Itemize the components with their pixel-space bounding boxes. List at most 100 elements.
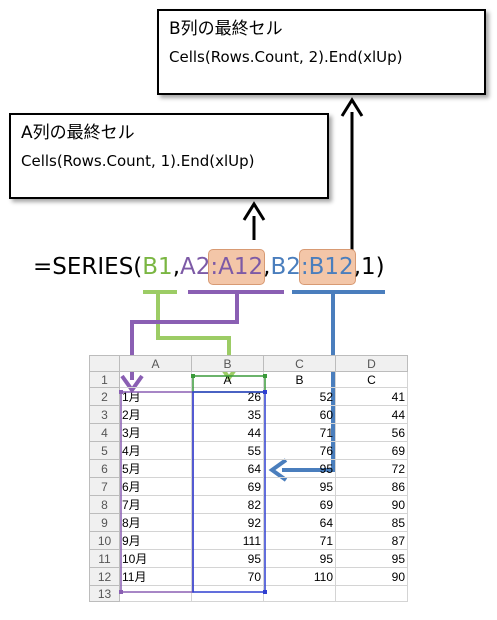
callout-b-code: Cells(Rows.Count, 2).End(xlUp) (169, 48, 403, 66)
row-header[interactable]: 12 (89, 567, 120, 586)
row-header[interactable]: 10 (89, 531, 120, 550)
cell-d5[interactable]: 69 (335, 441, 408, 460)
cell-b8[interactable]: 82 (191, 495, 264, 514)
cell-b3[interactable]: 35 (191, 405, 264, 424)
series-formula: =SERIES(B1,A2:A12,B2:B12,1) (33, 249, 385, 285)
cell-c5[interactable]: 76 (263, 441, 336, 460)
callout-last-cell-column-b: B列の最終セル Cells(Rows.Count, 2).End(xlUp) (157, 9, 486, 95)
row-header[interactable]: 4 (89, 423, 120, 442)
column-header-a[interactable]: A (119, 355, 192, 372)
row-header[interactable]: 5 (89, 441, 120, 460)
cell-a5[interactable]: 4月 (119, 441, 192, 460)
cell-a12[interactable]: 11月 (119, 567, 192, 586)
cell-d7[interactable]: 86 (335, 477, 408, 496)
cell-c8[interactable]: 69 (263, 495, 336, 514)
cell-b7[interactable]: 69 (191, 477, 264, 496)
cell-b2[interactable]: 26 (191, 387, 264, 406)
connector-green (156, 293, 231, 368)
cell-b6[interactable]: 64 (191, 459, 264, 478)
callout-last-cell-column-a: A列の最終セル Cells(Rows.Count, 1).End(xlUp) (9, 113, 329, 199)
formula-name-ref: B1 (142, 254, 173, 280)
formula-y-end: B12 (308, 254, 354, 280)
cell-b5[interactable]: 55 (191, 441, 264, 460)
cell-d3[interactable]: 44 (335, 405, 408, 424)
cell-d10[interactable]: 87 (335, 531, 408, 550)
cell-a2[interactable]: 1月 (119, 387, 192, 406)
cell-b11[interactable]: 95 (191, 549, 264, 568)
cell-c6[interactable]: 95 (263, 459, 336, 478)
cell-d11[interactable]: 95 (335, 549, 408, 568)
cell-a7[interactable]: 6月 (119, 477, 192, 496)
row-header[interactable]: 8 (89, 495, 120, 514)
cell-d12[interactable]: 90 (335, 567, 408, 586)
row-header[interactable]: 3 (89, 405, 120, 424)
cell-c4[interactable]: 71 (263, 423, 336, 442)
cell-b9[interactable]: 92 (191, 513, 264, 532)
row-header[interactable]: 6 (89, 459, 120, 478)
column-header-d[interactable]: D (335, 355, 408, 372)
cell-d13[interactable] (335, 585, 408, 602)
cell-d2[interactable]: 41 (335, 387, 408, 406)
connector-purple (130, 293, 239, 380)
formula-suffix: ,1) (353, 254, 385, 280)
cell-d1[interactable]: C (335, 371, 408, 388)
cell-a8[interactable]: 7月 (119, 495, 192, 514)
cell-a4[interactable]: 3月 (119, 423, 192, 442)
cell-c2[interactable]: 52 (263, 387, 336, 406)
formula-y-start: B2 (270, 254, 301, 280)
row-header[interactable]: 7 (89, 477, 120, 496)
formula-x-end: A12 (218, 254, 264, 280)
cell-b12[interactable]: 70 (191, 567, 264, 586)
cell-b10[interactable]: 111 (191, 531, 264, 550)
cell-c11[interactable]: 95 (263, 549, 336, 568)
column-header-b[interactable]: B (191, 355, 264, 372)
cell-a13[interactable] (119, 585, 192, 602)
cell-c3[interactable]: 60 (263, 405, 336, 424)
arrow-head-a (242, 201, 266, 221)
cell-a10[interactable]: 9月 (119, 531, 192, 550)
row-header[interactable]: 11 (89, 549, 120, 568)
formula-comma-2: , (263, 254, 271, 280)
row-header[interactable]: 2 (89, 387, 120, 406)
cell-a6[interactable]: 5月 (119, 459, 192, 478)
cell-b1[interactable]: A (191, 371, 264, 388)
cell-c7[interactable]: 95 (263, 477, 336, 496)
formula-colon-1: : (210, 254, 219, 280)
cell-d4[interactable]: 56 (335, 423, 408, 442)
row-header[interactable]: 1 (89, 371, 120, 388)
row-header[interactable]: 13 (89, 585, 120, 602)
formula-prefix: =SERIES( (33, 254, 143, 280)
cell-a11[interactable]: 10月 (119, 549, 192, 568)
cell-b13[interactable] (191, 585, 264, 602)
formula-x-start: A2 (180, 254, 211, 280)
cell-c9[interactable]: 64 (263, 513, 336, 532)
cell-d8[interactable]: 90 (335, 495, 408, 514)
cell-d9[interactable]: 85 (335, 513, 408, 532)
formula-colon-2: : (300, 254, 309, 280)
cell-a3[interactable]: 2月 (119, 405, 192, 424)
cell-c1[interactable]: B (263, 371, 336, 388)
row-header[interactable]: 9 (89, 513, 120, 532)
cell-c13[interactable] (263, 585, 336, 602)
cell-c12[interactable]: 110 (263, 567, 336, 586)
cell-d6[interactable]: 72 (335, 459, 408, 478)
cell-b4[interactable]: 44 (191, 423, 264, 442)
callout-a-code: Cells(Rows.Count, 1).End(xlUp) (21, 152, 255, 170)
column-header-c[interactable]: C (263, 355, 336, 372)
formula-x-end-highlight: :A12 (208, 249, 266, 285)
sheet-corner[interactable] (89, 355, 120, 372)
cell-c10[interactable]: 71 (263, 531, 336, 550)
formula-y-end-highlight: :B12 (298, 249, 356, 285)
cell-a9[interactable]: 8月 (119, 513, 192, 532)
table-row: 13 (89, 585, 408, 602)
cell-a1[interactable] (119, 371, 192, 388)
